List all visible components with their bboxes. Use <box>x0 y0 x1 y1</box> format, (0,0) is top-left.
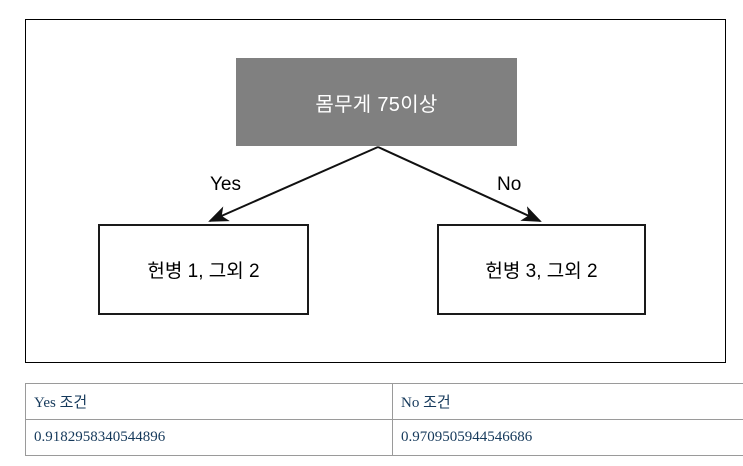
leaf-node-no-label: 헌병 3, 그외 2 <box>485 261 598 282</box>
table-header-yes: Yes 조건 <box>25 383 393 420</box>
edge-label-yes: Yes <box>210 174 241 195</box>
entropy-result-table: Yes 조건 No 조건 0.9182958340544896 0.970950… <box>25 383 743 456</box>
leaf-node-no: 헌병 3, 그외 2 <box>437 224 646 315</box>
leaf-node-yes-label: 헌병 1, 그외 2 <box>147 261 260 282</box>
table-value-no: 0.9709505944546686 <box>392 419 743 456</box>
table-header-row: Yes 조건 No 조건 <box>25 383 743 420</box>
root-node-label: 몸무게 75이상 <box>315 93 438 116</box>
leaf-node-yes: 헌병 1, 그외 2 <box>98 224 309 315</box>
root-node: 몸무게 75이상 <box>236 58 517 146</box>
table-value-row: 0.9182958340544896 0.9709505944546686 <box>25 419 743 456</box>
table-value-yes: 0.9182958340544896 <box>25 419 393 456</box>
edge-label-no: No <box>497 174 522 195</box>
table-header-no: No 조건 <box>392 383 743 420</box>
